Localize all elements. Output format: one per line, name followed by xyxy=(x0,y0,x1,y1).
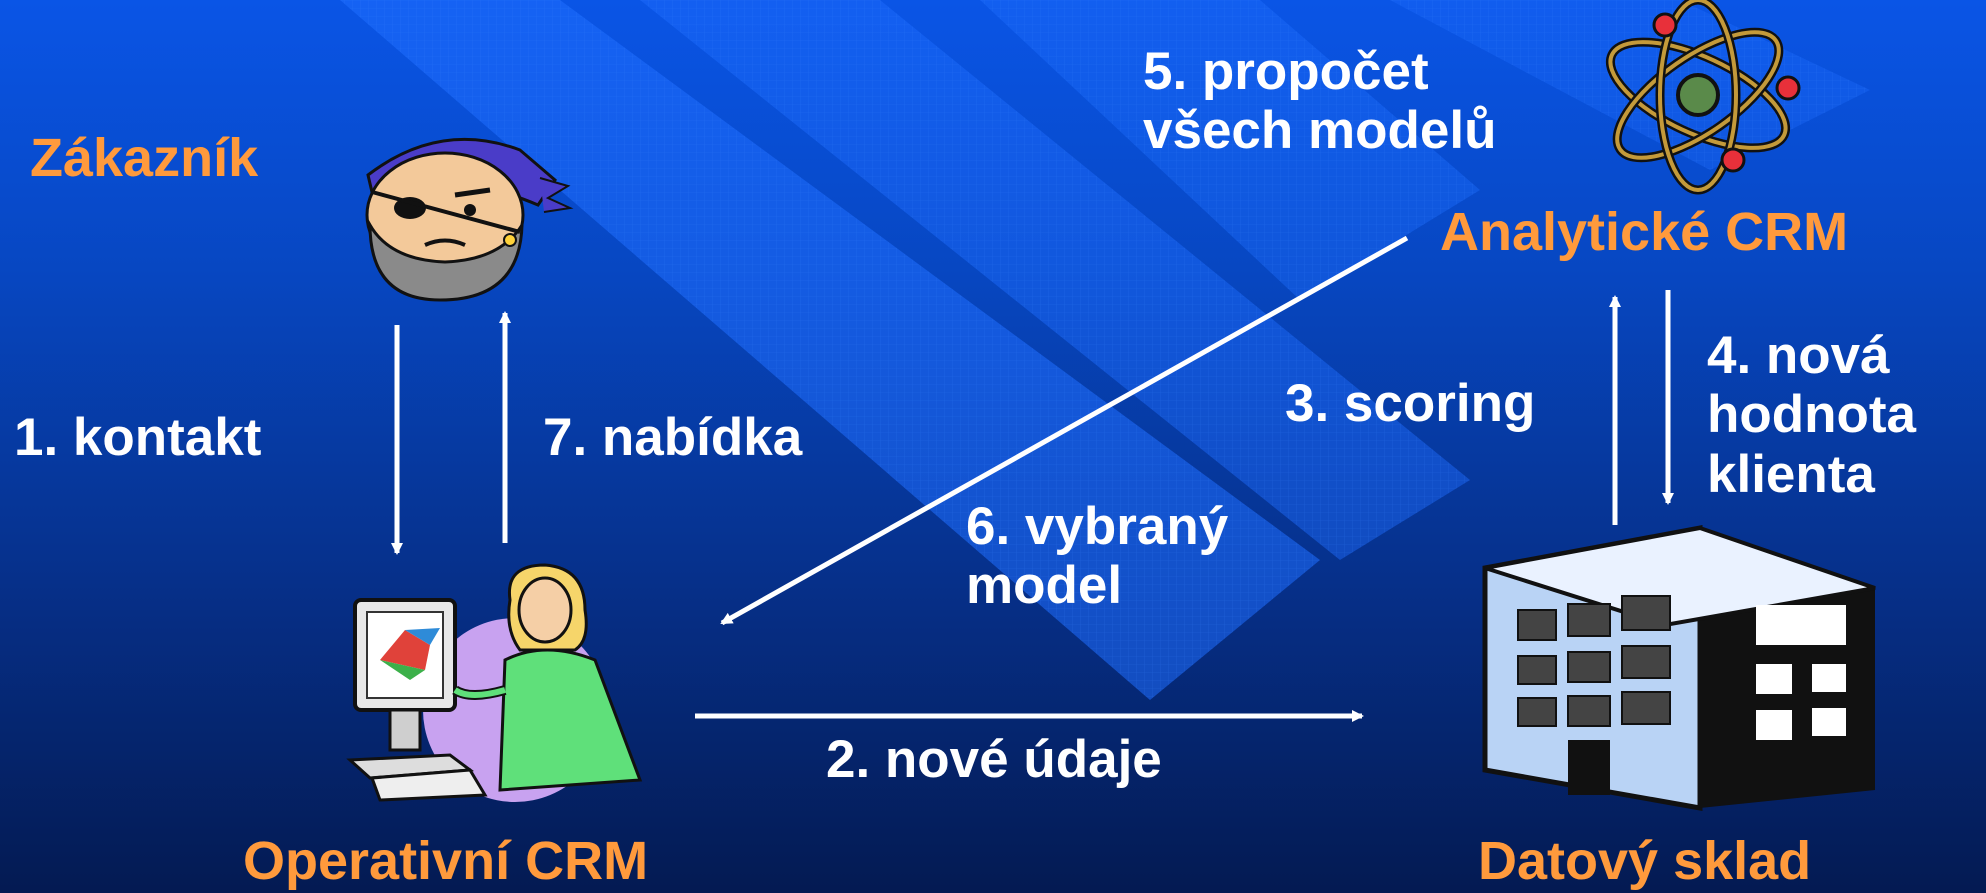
step-6-line-2: model xyxy=(966,556,1123,616)
node-analytical-crm: Analytické CRM xyxy=(1440,202,1849,262)
step-5-label: 5. propočet všech modelů xyxy=(1143,42,1496,161)
node-customer: Zákazník xyxy=(30,128,259,188)
step-5-line-1: 5. propočet xyxy=(1143,42,1429,101)
node-operational-crm: Operativní CRM xyxy=(243,831,649,891)
step-3-label: 3. scoring xyxy=(1285,374,1536,433)
pirate-customer-icon xyxy=(365,137,574,302)
step-4-line-1: 4. nová xyxy=(1707,326,1890,385)
node-data-warehouse: Datový sklad xyxy=(1478,831,1812,891)
flow-arrows xyxy=(391,235,1674,722)
step-7-label: 7. nabídka xyxy=(543,408,803,467)
step-4-line-2: hodnota xyxy=(1707,385,1916,445)
arrow-selected-model xyxy=(720,235,1409,626)
step-6-label: 6. vybraný model xyxy=(966,497,1228,616)
step-2-label: 2. nové údaje xyxy=(826,730,1162,789)
building-icon xyxy=(1482,524,1876,811)
step-4-line-3: klienta xyxy=(1707,444,1875,504)
step-1-label: 1. kontakt xyxy=(14,408,262,467)
step-4-label: 4. nová hodnota klienta xyxy=(1707,326,1916,504)
background-bands xyxy=(340,0,1870,700)
woman-computer-icon xyxy=(346,563,643,802)
atom-icon xyxy=(1605,0,1801,195)
step-5-line-2: všech modelů xyxy=(1143,101,1497,161)
step-6-line-1: 6. vybraný xyxy=(966,497,1229,556)
